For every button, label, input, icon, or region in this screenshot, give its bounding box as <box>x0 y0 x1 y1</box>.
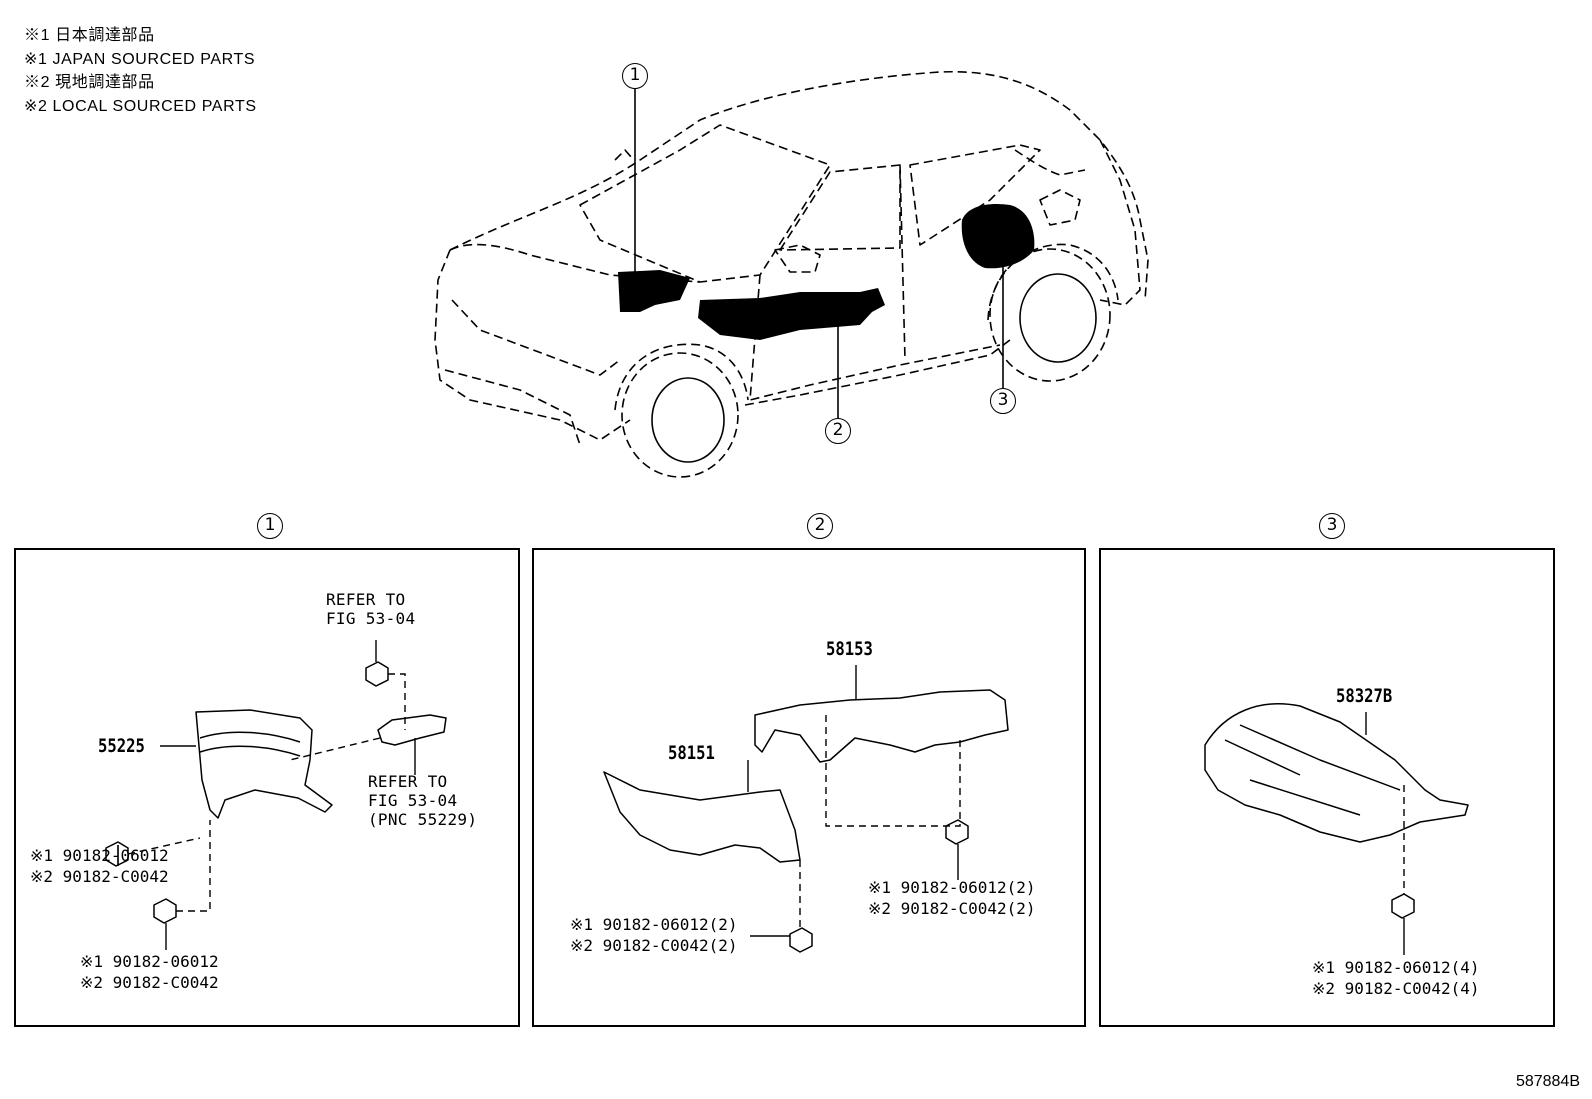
section-3-header: 3 <box>1319 513 1345 539</box>
part-55225-shape <box>195 709 333 819</box>
car-side-window-rear <box>909 144 1041 246</box>
section-2-header: 2 <box>807 513 833 539</box>
car-roof-outline <box>449 70 1149 301</box>
clip-b-partnumbers: ※1 90182-06012 ※2 90182-C0042 <box>80 951 219 993</box>
insulator-area-2 <box>698 288 885 340</box>
part-58327b-shape <box>1204 703 1469 843</box>
clip-left-partnumbers: ※1 90182-06012(2) ※2 90182-C0042(2) <box>570 914 738 956</box>
car-rocker <box>744 339 1011 406</box>
dash-bracket-to-part <box>289 737 381 761</box>
part-58151-shape <box>603 771 801 863</box>
car-rear <box>1099 139 1141 306</box>
part-number-58153: 58153 <box>826 638 873 660</box>
front-wheel-inner <box>651 377 725 463</box>
clip-panel3 <box>1391 893 1415 919</box>
clip-lower <box>153 898 177 924</box>
clip-left-line: ※1 90182-06012(2) <box>570 915 738 934</box>
clip-p3-line: ※2 90182-C0042(4) <box>1312 979 1480 998</box>
part-55225-groove <box>199 731 301 757</box>
refer-top-label: REFER TO FIG 53-04 <box>326 590 415 628</box>
callout-3-overview: 3 <box>990 388 1016 414</box>
car-windshield <box>579 124 831 283</box>
car-door-split <box>899 164 906 361</box>
legend-line: ※1 JAPAN SOURCED PARTS <box>24 50 256 68</box>
dash-clip-lower <box>176 820 211 912</box>
clip-left-line: ※2 90182-C0042(2) <box>570 936 738 955</box>
clip-a-partnumbers: ※1 90182-06012 ※2 90182-C0042 <box>30 845 169 887</box>
clip-right-partnumbers: ※1 90182-06012(2) ※2 90182-C0042(2) <box>868 877 1036 919</box>
clip-right-line: ※1 90182-06012(2) <box>868 878 1036 897</box>
front-wheel-outer <box>621 352 739 478</box>
car-antenna <box>614 149 633 161</box>
dash-clip-top <box>388 673 406 730</box>
car-front-bumper <box>434 249 631 441</box>
insulator-area-1 <box>618 270 690 312</box>
car-rear-lamp <box>1039 189 1081 226</box>
legend-line: ※2 現地調達部品 <box>24 74 155 91</box>
refer-side-label: REFER TO FIG 53-04 (PNC 55229) <box>368 772 477 829</box>
legend-line: ※1 日本調達部品 <box>24 27 155 44</box>
clip-b-line: ※2 90182-C0042 <box>80 973 219 992</box>
dash-clip-left <box>127 837 201 855</box>
car-front-grille <box>451 299 621 376</box>
clip-p3-partnumbers: ※1 90182-06012(4) ※2 90182-C0042(4) <box>1312 957 1480 999</box>
clip-panel2-right <box>945 819 969 845</box>
legend-line: ※2 LOCAL SOURCED PARTS <box>24 97 257 115</box>
part-58153-shape <box>754 689 1009 763</box>
refer-side-line: REFER TO <box>368 772 448 791</box>
bracket-part <box>377 714 447 746</box>
clip-a-line: ※1 90182-06012 <box>30 846 169 865</box>
car-door-line <box>749 274 1001 401</box>
clip-b-line: ※1 90182-06012 <box>80 952 219 971</box>
part-number-58151: 58151 <box>668 742 715 764</box>
dash-p2-main <box>825 715 961 827</box>
rear-wheel-outer <box>989 248 1111 382</box>
rear-wheel-inner <box>1019 273 1097 363</box>
insulator-area-3 <box>961 203 1035 269</box>
part-number-55225: 55225 <box>98 735 145 757</box>
callout-2-overview: 2 <box>825 418 851 444</box>
front-wheel-arch <box>614 343 749 411</box>
clip-a-line: ※2 90182-C0042 <box>30 867 169 886</box>
legend: ※1 日本調達部品 ※1 JAPAN SOURCED PARTS ※2 現地調達… <box>24 24 257 118</box>
car-mirror <box>774 244 821 273</box>
clip-p3-line: ※1 90182-06012(4) <box>1312 958 1480 977</box>
section-1-header: 1 <box>257 513 283 539</box>
callout-1-overview: 1 <box>622 63 648 89</box>
refer-top-line: FIG 53-04 <box>326 609 416 628</box>
part-number-58327b: 58327B <box>1336 685 1393 707</box>
refer-top-line: REFER TO <box>326 590 406 609</box>
clip-right-line: ※2 90182-C0042(2) <box>868 899 1036 918</box>
refer-side-line: (PNC 55229) <box>368 810 478 829</box>
figure-id: 587884B <box>1515 1073 1580 1090</box>
car-pillar <box>1014 149 1086 176</box>
refer-side-line: FIG 53-04 <box>368 791 458 810</box>
clip-left <box>105 841 129 867</box>
clip-panel2-left <box>789 927 813 953</box>
clip-top <box>365 661 389 687</box>
car-hood <box>449 243 701 283</box>
part-58327b-ridges <box>1224 724 1401 816</box>
car-lower-front <box>444 369 581 446</box>
